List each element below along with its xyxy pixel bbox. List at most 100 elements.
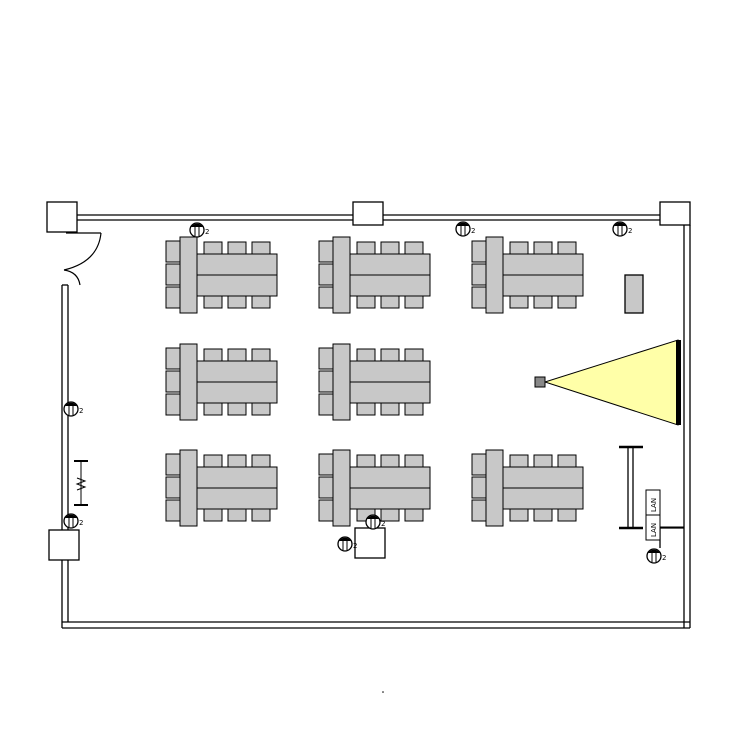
chair: [557, 241, 577, 255]
chair: [356, 454, 376, 468]
head-table: [485, 236, 504, 314]
chair: [203, 402, 223, 416]
lan-label-2: LAN: [650, 523, 658, 537]
chair: [165, 393, 181, 416]
chair: [471, 499, 487, 522]
table: [196, 381, 278, 404]
chair: [356, 348, 376, 362]
chair: [318, 347, 334, 370]
chair: [318, 240, 334, 263]
table-group: [165, 449, 278, 527]
table: [196, 487, 278, 510]
chair: [509, 295, 529, 309]
lan-ports: LAN LAN: [645, 489, 684, 541]
chair: [227, 402, 247, 416]
chair: [165, 370, 181, 393]
chair: [227, 295, 247, 309]
chair: [557, 454, 577, 468]
table: [196, 466, 278, 489]
table: [349, 381, 431, 404]
chair: [509, 241, 529, 255]
chair: [318, 286, 334, 309]
chair: [533, 454, 553, 468]
chair: [356, 295, 376, 309]
table: [502, 274, 584, 297]
chair: [251, 348, 271, 362]
head-table: [179, 236, 198, 314]
table: [349, 466, 431, 489]
table: [502, 466, 584, 489]
chair: [227, 508, 247, 522]
chair: [203, 241, 223, 255]
podium: [624, 274, 644, 314]
chair: [251, 402, 271, 416]
chair: [203, 508, 223, 522]
head-table: [332, 343, 351, 421]
chair: [203, 295, 223, 309]
dot: [382, 691, 384, 693]
table-group: [471, 236, 584, 314]
power-outlet-icon: 2: [455, 221, 475, 237]
power-outlet-icon: 2: [189, 222, 209, 238]
chair: [404, 348, 424, 362]
wall-fixture-left: [74, 460, 88, 506]
head-table: [332, 236, 351, 314]
head-table: [179, 449, 198, 527]
chair: [251, 508, 271, 522]
power-outlet-icon: 2: [612, 221, 632, 237]
projection-beam: [543, 339, 679, 426]
chair: [227, 241, 247, 255]
chair: [165, 453, 181, 476]
outlet-label: 2: [79, 519, 83, 527]
chair: [165, 263, 181, 286]
power-outlet-icon: 2: [63, 513, 83, 529]
chair: [380, 295, 400, 309]
table: [349, 360, 431, 383]
chair: [509, 454, 529, 468]
outlet-label: 2: [662, 554, 666, 562]
chair: [165, 286, 181, 309]
chair: [318, 393, 334, 416]
chair: [404, 454, 424, 468]
projection-screen: [676, 340, 681, 425]
chair: [251, 295, 271, 309]
table-group: [318, 236, 431, 314]
chair: [203, 454, 223, 468]
power-outlet-icon: 2: [337, 536, 357, 552]
outlet-label: 2: [79, 407, 83, 415]
chair: [380, 241, 400, 255]
table-group: [318, 449, 431, 527]
power-outlet-icon: 2: [646, 548, 666, 564]
chair: [251, 454, 271, 468]
chair: [533, 508, 553, 522]
table: [502, 253, 584, 276]
chair: [356, 241, 376, 255]
chair: [533, 295, 553, 309]
power-outlet-icon: 2: [365, 514, 385, 530]
chair: [557, 295, 577, 309]
chair: [509, 508, 529, 522]
chair: [557, 508, 577, 522]
table-group: [165, 236, 278, 314]
outlet-label: 2: [628, 227, 632, 235]
chair: [251, 241, 271, 255]
table-group: [165, 343, 278, 421]
chair: [318, 263, 334, 286]
chair: [318, 453, 334, 476]
chair: [165, 499, 181, 522]
chair: [380, 454, 400, 468]
table-group: [318, 343, 431, 421]
chair: [471, 263, 487, 286]
table: [349, 487, 431, 510]
head-table: [485, 449, 504, 527]
chair: [471, 240, 487, 263]
whiteboard: [619, 445, 643, 530]
table: [196, 274, 278, 297]
outlet-label: 2: [471, 227, 475, 235]
table: [349, 274, 431, 297]
chair: [404, 508, 424, 522]
chair: [471, 286, 487, 309]
chair: [165, 347, 181, 370]
